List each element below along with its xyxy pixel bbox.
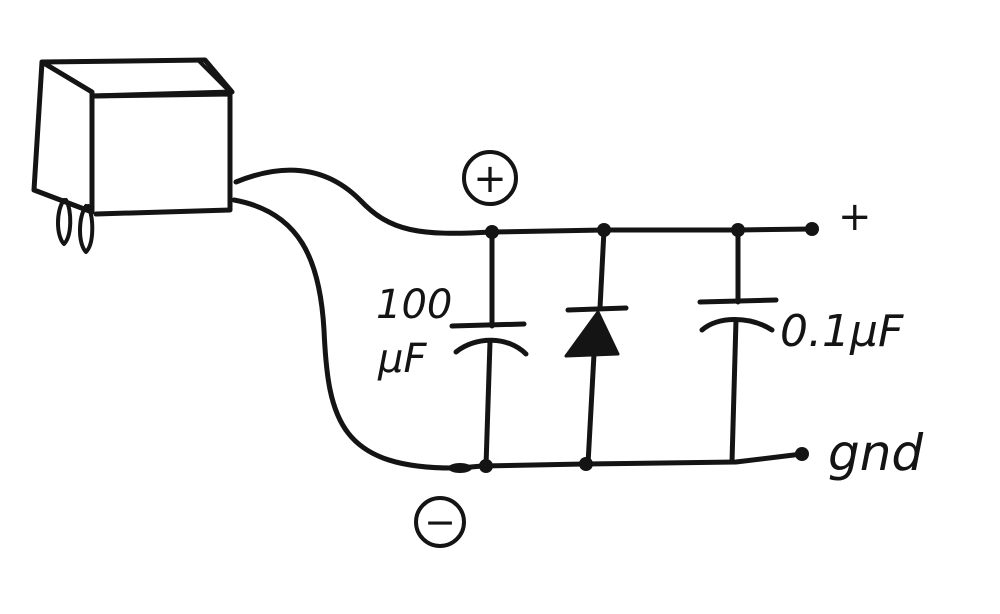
capacitor-100uf-value-line1: 100: [376, 282, 452, 328]
source-minus-symbol: −: [414, 496, 466, 548]
output-gnd-terminal: [795, 447, 809, 461]
capacitor-0-1uf-value: 0.1µF: [780, 306, 904, 357]
output-plus-terminal: [805, 222, 819, 236]
diode: [564, 227, 629, 467]
ground-rail: [479, 451, 805, 469]
positive-rail: [489, 226, 815, 235]
svg-text:−: −: [424, 500, 456, 544]
capacitor-100uf: [449, 229, 529, 469]
output-plus-label: +: [838, 194, 872, 240]
adapter-cable: [231, 167, 495, 471]
svg-text:+: +: [473, 156, 507, 202]
capacitor-100uf-value-line2: µF: [377, 336, 427, 382]
source-plus-symbol: +: [462, 150, 518, 206]
output-gnd-label: gnd: [828, 424, 923, 482]
junction-dots: [448, 223, 745, 473]
capacitor-0-1uf: [697, 227, 779, 465]
power-adapter-drawing: [31, 57, 235, 254]
